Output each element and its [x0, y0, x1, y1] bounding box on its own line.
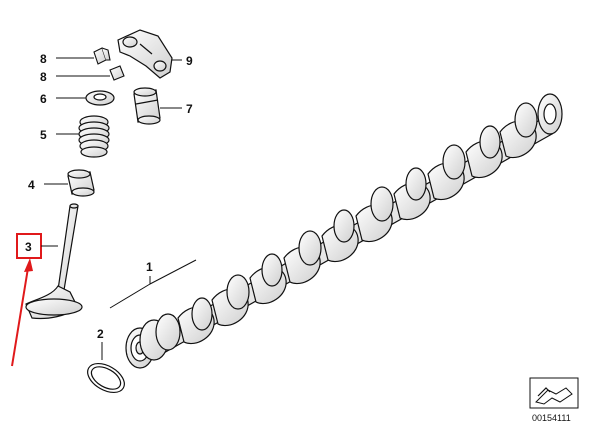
callout-2: 2	[97, 327, 104, 341]
catalog-number: 00154111	[532, 413, 571, 423]
callout-9: 9	[186, 54, 193, 68]
callout-1: 1	[146, 260, 153, 274]
highlight-arrow	[11, 258, 33, 367]
callout-8-lower: 8	[40, 70, 47, 84]
hydraulic-tappet	[133, 87, 161, 125]
valve-keeper-lower	[109, 65, 125, 81]
valve-spring	[78, 115, 110, 158]
roller-rocker-arm	[117, 29, 173, 79]
callout-5: 5	[40, 128, 47, 142]
valve-keeper-upper	[93, 47, 111, 65]
seal-ring	[87, 362, 125, 394]
leader-1	[109, 259, 197, 309]
catalog-badge: 00154111	[529, 377, 579, 423]
valve	[25, 203, 83, 320]
callout-4: 4	[28, 178, 35, 192]
spring-retainer	[85, 90, 115, 106]
callout-6: 6	[40, 92, 47, 106]
valve-stem-seal	[67, 169, 95, 197]
camshaft	[125, 93, 563, 369]
callout-7: 7	[186, 102, 193, 116]
callout-8-upper: 8	[40, 52, 47, 66]
callout-3: 3	[25, 240, 32, 254]
